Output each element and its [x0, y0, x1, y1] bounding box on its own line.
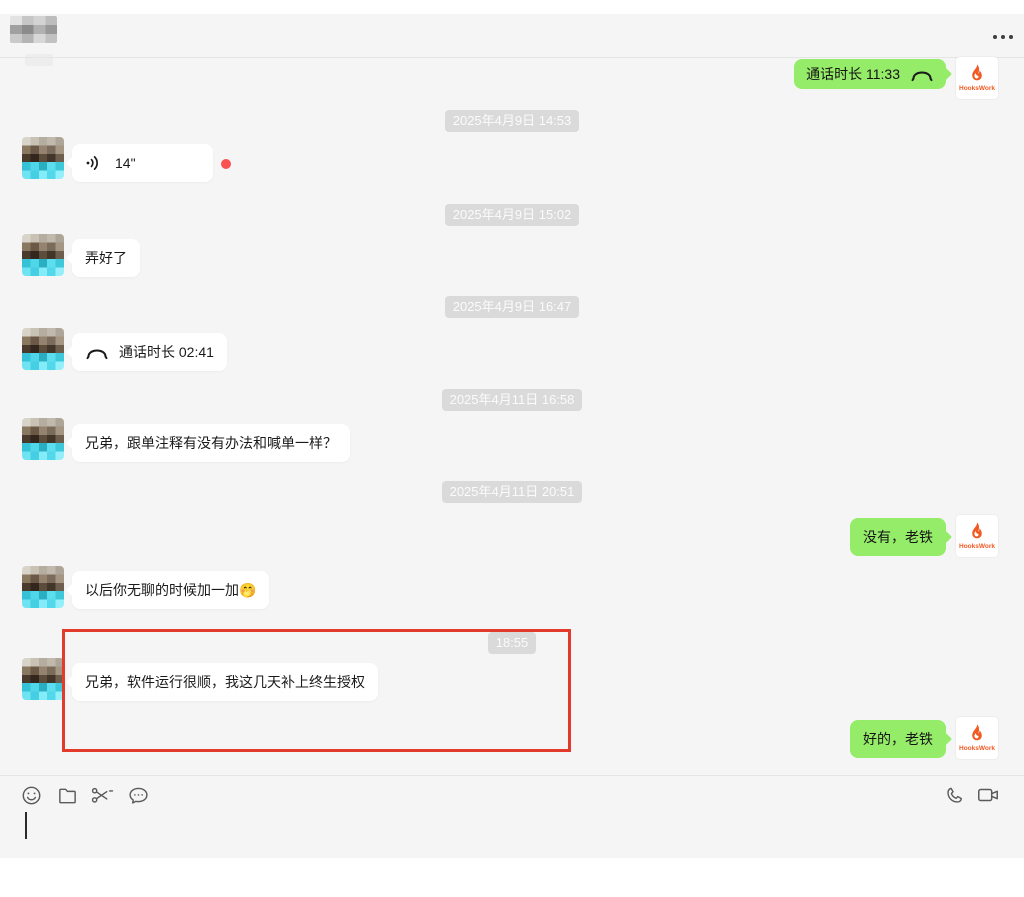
- timestamp-row: 2025年4月11日 20:51: [0, 481, 1024, 503]
- text-message-bubble: 兄弟，软件运行很顺，我这几天补上终生授权: [72, 663, 378, 701]
- message-row-call-in: 通话时长 02:41: [22, 328, 227, 371]
- text-message-bubble: 没有，老铁: [850, 518, 946, 556]
- message-row-text-out: 没有，老铁 HooksWork: [850, 515, 998, 557]
- text-cursor: [25, 812, 27, 839]
- avatar[interactable]: [22, 137, 64, 179]
- text-message-bubble: 弄好了: [72, 239, 140, 277]
- timestamp-row: 2025年4月9日 15:02: [0, 204, 1024, 226]
- message-input[interactable]: [0, 776, 1024, 858]
- avatar-brand-label: HooksWork: [959, 543, 995, 551]
- voice-waves-icon: [86, 156, 98, 170]
- call-duration-label: 通话时长 02:41: [119, 344, 214, 360]
- phone-receiver-icon: [86, 349, 108, 359]
- message-row-text-in: 以后你无聊的时候加一加🤭: [22, 566, 270, 609]
- message-row-text-in: 弄好了: [22, 234, 140, 277]
- folder-icon[interactable]: [55, 784, 79, 806]
- more-options-icon[interactable]: [988, 26, 1018, 48]
- message-row-voice-in: 14": [22, 137, 231, 182]
- hookswork-flame-icon: [972, 64, 982, 81]
- avatar[interactable]: HooksWork: [956, 57, 998, 99]
- timestamp-row: 2025年4月9日 14:53: [0, 110, 1024, 132]
- video-call-icon[interactable]: [976, 784, 1000, 806]
- window-bottom-strip: [0, 858, 1024, 897]
- avatar[interactable]: [22, 566, 64, 608]
- timestamp-pill: 2025年4月9日 14:53: [444, 110, 580, 132]
- avatar[interactable]: [22, 418, 64, 460]
- message-row-text-in-annotated: 兄弟，软件运行很顺，我这几天补上终生授权: [22, 658, 378, 701]
- voice-duration-label: 14": [115, 155, 136, 171]
- avatar[interactable]: [22, 234, 64, 276]
- avatar[interactable]: [22, 658, 64, 700]
- hookswork-flame-icon: [972, 724, 982, 741]
- timestamp-row: 18:55: [0, 632, 1024, 654]
- call-duration-label: 通话时长 11:33: [806, 66, 900, 82]
- avatar-brand-label: HooksWork: [959, 745, 995, 753]
- contact-subtitle-blurred: [25, 54, 53, 66]
- timestamp-pill: 2025年4月11日 16:58: [441, 389, 583, 411]
- message-row-call-out: 通话时长 11:33 HooksWork: [794, 57, 998, 99]
- emoji-icon[interactable]: [19, 784, 43, 806]
- text-message-bubble: 以后你无聊的时候加一加🤭: [72, 571, 270, 609]
- timestamp-pill: 2025年4月9日 16:47: [444, 296, 580, 318]
- timestamp-pill: 18:55: [487, 632, 537, 654]
- chat-history-icon[interactable]: [126, 784, 150, 806]
- screenshot-scissors-icon[interactable]: [90, 784, 114, 806]
- message-row-text-out: 好的，老铁 HooksWork: [850, 717, 998, 759]
- composer-divider: [0, 775, 1024, 776]
- text-message-bubble: 兄弟，跟单注释有没有办法和喊单一样？: [72, 424, 350, 462]
- voice-message-bubble[interactable]: 14": [72, 144, 213, 182]
- avatar[interactable]: HooksWork: [956, 515, 998, 557]
- unread-dot: [221, 159, 231, 169]
- titlebar-strip: [0, 0, 1024, 14]
- avatar[interactable]: [22, 328, 64, 370]
- timestamp-pill: 2025年4月11日 20:51: [441, 481, 583, 503]
- contact-name-blurred: [10, 16, 57, 43]
- call-message-bubble[interactable]: 通话时长 02:41: [72, 333, 227, 371]
- timestamp-row: 2025年4月9日 16:47: [0, 296, 1024, 318]
- phone-receiver-icon: [911, 71, 933, 81]
- avatar[interactable]: HooksWork: [956, 717, 998, 759]
- call-message-bubble[interactable]: 通话时长 11:33: [794, 59, 946, 89]
- avatar-brand-label: HooksWork: [959, 85, 995, 93]
- voice-call-icon[interactable]: [942, 784, 966, 806]
- text-message-bubble: 好的，老铁: [850, 720, 946, 758]
- timestamp-row: 2025年4月11日 16:58: [0, 389, 1024, 411]
- message-row-text-in: 兄弟，跟单注释有没有办法和喊单一样？: [22, 418, 350, 462]
- hookswork-flame-icon: [972, 522, 982, 539]
- timestamp-pill: 2025年4月9日 15:02: [444, 204, 580, 226]
- header-divider: [0, 57, 1024, 58]
